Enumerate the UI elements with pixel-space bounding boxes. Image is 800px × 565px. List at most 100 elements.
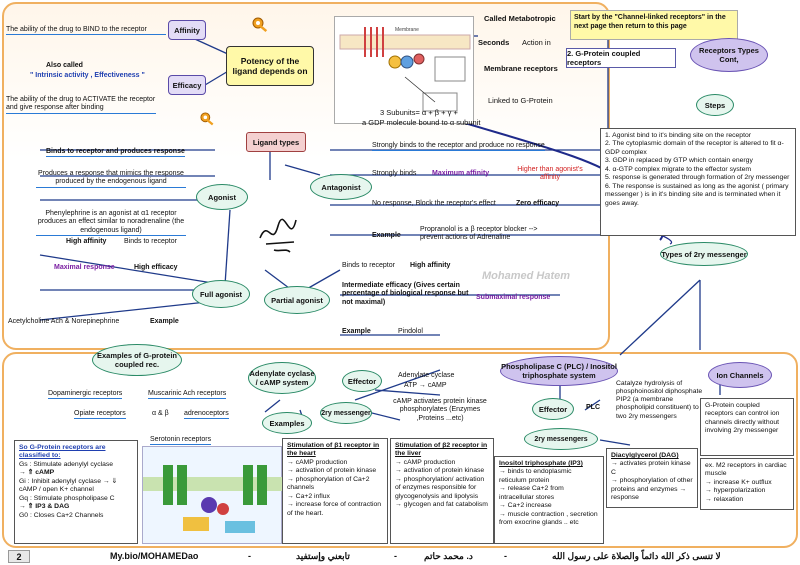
- liver-item: → activation of protein kinase: [395, 467, 485, 475]
- adenylate-effector: Effector: [342, 370, 382, 392]
- watermark: Mohamed Hatem: [482, 270, 571, 282]
- step-item: 4. α-GTP complex migrate to the effector…: [605, 165, 752, 173]
- agonist-oval: Agonist: [196, 184, 248, 210]
- footer-separator: -: [504, 551, 507, 561]
- classified-title: So G-Protein receptors are classified to…: [19, 444, 106, 460]
- ion-item: → hyperpolarization: [705, 487, 766, 495]
- bio-link[interactable]: My.bio/MOHAMEDao: [110, 551, 199, 561]
- ip3-item: → muscle contraction , secretion from ex…: [499, 510, 598, 527]
- affinity-description: The ability of the drug to BIND to the r…: [6, 26, 166, 36]
- liver-item: → glycogen and fat catabolism: [395, 501, 488, 509]
- partial-example: Example: [342, 328, 371, 335]
- dag-item: → phosphorylation of other proteins and …: [611, 477, 693, 502]
- adenylate-examples: Examples: [262, 412, 312, 434]
- dhikr-text: لا تنسى ذكر الله دائماً والصلاة على رسول…: [552, 551, 721, 561]
- ip3-title: Inositol triphosphate (IP3): [499, 460, 583, 467]
- partial-high-affinity: High affinity: [410, 262, 451, 269]
- adenylate-system: Adenylate cyclase / cAMP system: [248, 362, 316, 394]
- plc-system: Phospholipase C (PLC) / Inositol triphos…: [500, 356, 618, 386]
- step-item: 6. The response is sustained as long as …: [605, 182, 789, 207]
- propranolol: Propranolol is a β receptor blocker --> …: [420, 226, 538, 242]
- heart-item: → activation of protein kinase: [287, 467, 377, 475]
- antagonist-line1: Strongly binds to the receptor and produ…: [372, 142, 545, 152]
- affinity-box: Affinity: [168, 20, 206, 40]
- ion-channels-desc: G-Protein coupled receptors can control …: [700, 398, 794, 456]
- adrenoceptors: adrenoceptors: [184, 410, 229, 420]
- intermediate-efficacy: Intermediate efficacy (Gives certain per…: [342, 282, 469, 306]
- liver-item: → cAMP production: [395, 458, 456, 466]
- signature: [256, 208, 304, 256]
- heart-title: Stimulation of β1 receptor in the heart: [287, 442, 380, 458]
- ion-desc: G-Protein coupled receptors can control …: [705, 402, 780, 435]
- liver-item: → phosphorylation/ activation of enzymes…: [395, 475, 485, 500]
- higher-affinity: Higher than agonist's affinity: [517, 166, 583, 182]
- ion-ex: ex. M2 receptors in cardiac muscle: [705, 462, 787, 478]
- agonist-line2: Produces a response that mimics the resp…: [36, 170, 186, 188]
- doctor-name: د. محمد حاتم: [424, 551, 473, 561]
- opiate: Opiate receptors: [74, 410, 126, 420]
- membrane-figure: Membrane: [334, 16, 474, 124]
- maximum-affinity: Maximum affinity: [432, 170, 490, 177]
- potency-title: Potency of the ligand depends on: [226, 46, 314, 86]
- efficacy-description: The ability of the drug to ACTIVATE the …: [6, 96, 156, 114]
- gpcr-label: 2. G-Protein coupled receptors: [566, 48, 676, 68]
- second-messenger-types: Types of 2ry messenger: [660, 242, 748, 266]
- classified-box: So G-Protein receptors are classified to…: [14, 440, 138, 544]
- key-icon: [200, 112, 216, 128]
- classified-item: Gq : Stimulate phospholipase C: [19, 494, 115, 502]
- key-icon: [252, 17, 270, 35]
- partial-agonist-oval: Partial agonist: [264, 286, 330, 314]
- ach-norepinephrine: Acetylcholine Ach & Norepinephrine: [8, 318, 120, 325]
- svg-text:Membrane: Membrane: [395, 27, 419, 33]
- efficacy-box: Efficacy: [168, 75, 206, 95]
- step-item: 1. Agonist bind to it's binding site on …: [605, 132, 752, 139]
- subunits: 3 Subunits= α + β + γ +: [380, 108, 458, 117]
- antagonist-oval: Antagonist: [310, 174, 372, 200]
- follow-text: تابعني وإستفيد: [296, 551, 350, 561]
- heart-item: → phosphorylation of Ca+2 channels: [287, 475, 370, 492]
- also-called: Also called: [46, 62, 83, 69]
- serotonin: Serotonin receptors: [150, 436, 212, 446]
- called-metabotropic: Called Metabotropic: [484, 14, 556, 23]
- agonist-line3: Phenylephrine is an agonist at α1 recept…: [36, 210, 186, 237]
- step-item: 5. response is generated through formati…: [605, 174, 790, 182]
- step-item: 3. GDP in replaced by GTP which contain …: [605, 157, 753, 165]
- classified-item: G0 : Closes Ca+2 Channels: [19, 511, 104, 519]
- ip3-box: Inositol triphosphate (IP3) → binds to e…: [494, 456, 604, 544]
- plc-2ry-messengers: 2ry messengers: [524, 428, 598, 450]
- ion-channels: Ion Channels: [708, 362, 772, 388]
- plc-label: PLC: [586, 404, 600, 411]
- page-number: 2: [8, 550, 30, 563]
- maximal-response: Maximal response: [54, 264, 115, 271]
- liver-box: Stimulation of β2 receptor in the liver …: [390, 438, 494, 544]
- gdp-bound: a GDP molecule bound to α subunit: [362, 118, 481, 127]
- classified-item: Gi : Inhibit adenylyl cyclase → ⇓ cAMP /…: [19, 477, 118, 494]
- partial-binds: Binds to receptor: [342, 262, 395, 269]
- footer-separator: -: [394, 551, 397, 561]
- dag-title: Diacylglycerol (DAG): [611, 452, 679, 459]
- steps-label: Steps: [696, 94, 734, 116]
- agonist-line1: Binds to receptor and produces response: [46, 148, 185, 158]
- dopaminergic: Dopaminergic receptors: [48, 390, 123, 400]
- classified-item: Gs : Stimulate adenylyl cyclase: [19, 460, 114, 468]
- examples-gprotein: Examples of G-protein coupled rec.: [92, 344, 182, 376]
- cell-figure: [142, 446, 283, 544]
- strongly-binds: Strongly binds: [372, 170, 417, 177]
- antagonist-example: Example: [372, 232, 401, 239]
- ion-example-box: ex. M2 receptors in cardiac muscle → inc…: [700, 458, 794, 510]
- ion-item: → relaxation: [705, 495, 744, 503]
- plc-effector: Effector: [532, 398, 574, 420]
- pindolol: Pindolol: [398, 328, 423, 335]
- start-note: Start by the "Channel-linked receptors" …: [570, 10, 738, 40]
- linked-gprotein: Linked to G-Protein: [488, 96, 553, 105]
- ion-item: → increase K+ outflux: [705, 478, 772, 486]
- alpha-beta: α & β: [152, 410, 169, 417]
- full-agonist-oval: Full agonist: [192, 280, 250, 308]
- seconds-label: Seconds: [478, 38, 510, 47]
- dag-item: → activates protein kinase C: [611, 460, 691, 476]
- intrinsic-activity: " Intrinsic activity , Effectiveness ": [30, 72, 145, 79]
- ip3-item: → release Ca+2 from intracellular stores: [499, 485, 564, 501]
- camp-description: cAMP activates protein kinase phosphoryl…: [393, 398, 487, 422]
- classified-item: → ⇑ cAMP: [19, 469, 55, 477]
- receptor-types-cont: Receptors Types Cont,: [690, 38, 768, 72]
